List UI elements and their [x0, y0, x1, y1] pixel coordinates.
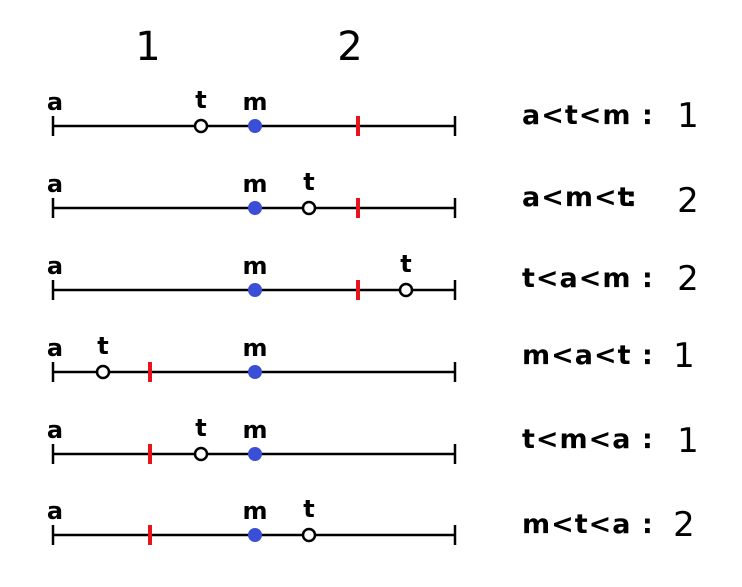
a-label: a	[47, 170, 63, 198]
t-point	[193, 118, 209, 134]
m-label: m	[242, 334, 267, 362]
t-point	[95, 364, 111, 380]
t-point	[301, 200, 317, 216]
condition-label: m<a<t	[522, 340, 632, 371]
m-point	[248, 447, 262, 461]
m-point	[248, 283, 262, 297]
case-row: a m t t<a<m : 2	[47, 250, 699, 300]
a-label: a	[47, 416, 63, 444]
colon-separator: :	[642, 509, 654, 540]
m-point	[248, 365, 262, 379]
t-point	[301, 527, 317, 543]
colon-separator: :	[642, 424, 654, 455]
m-label: m	[242, 88, 267, 116]
m-label: m	[242, 170, 267, 198]
result-value: 2	[677, 259, 699, 299]
t-label: t	[303, 495, 314, 523]
t-point	[193, 446, 209, 462]
a-label: a	[47, 88, 63, 116]
colon-separator: :	[642, 340, 654, 371]
t-label: t	[303, 168, 314, 196]
m-label: m	[242, 497, 267, 525]
result-value: 1	[677, 96, 699, 136]
result-value: 1	[673, 336, 695, 376]
colon-separator: :	[642, 100, 654, 131]
case-row: a m t m<t<a : 2	[47, 495, 695, 545]
t-point	[398, 282, 414, 298]
m-point	[248, 201, 262, 215]
colon-separator: :	[642, 263, 654, 294]
condition-label: a<m<t	[522, 182, 632, 213]
case-row: a t m a<t<m : 1	[47, 86, 699, 136]
t-label: t	[97, 332, 108, 360]
condition-label: t<m<a	[522, 424, 632, 455]
a-label: a	[47, 497, 63, 525]
case-row: a t m t<m<a : 1	[47, 414, 699, 464]
colon-separator: :	[626, 182, 638, 213]
case-row: a m t a<m<t : 2	[47, 168, 699, 221]
result-value: 2	[677, 181, 699, 221]
t-label: t	[400, 250, 411, 278]
condition-label: m<t<a	[522, 509, 632, 540]
condition-label: a<t<m	[522, 100, 632, 131]
a-label: a	[47, 252, 63, 280]
t-label: t	[195, 86, 206, 114]
m-point	[248, 528, 262, 542]
m-point	[248, 119, 262, 133]
m-label: m	[242, 416, 267, 444]
case-row: a t m m<a<t : 1	[47, 332, 695, 382]
condition-label: t<a<m	[522, 263, 632, 294]
result-value: 1	[677, 421, 699, 461]
a-label: a	[47, 334, 63, 362]
column-header-1: 1	[135, 24, 160, 70]
result-value: 2	[673, 505, 695, 545]
m-label: m	[242, 252, 267, 280]
column-header-2: 2	[337, 24, 362, 70]
t-label: t	[195, 414, 206, 442]
